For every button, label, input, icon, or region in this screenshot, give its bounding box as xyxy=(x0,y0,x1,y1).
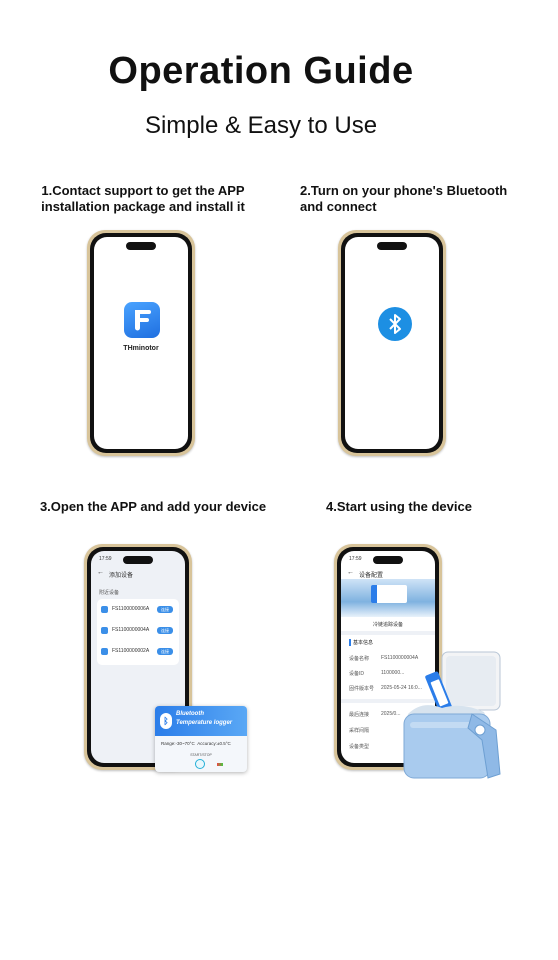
back-arrow-icon[interactable]: ← xyxy=(347,569,354,576)
status-time: 17:59 xyxy=(349,556,362,562)
logger-accuracy: Accuracy:±0.5°C xyxy=(197,741,231,746)
phone-add-device: 17:59 ← 添加设备 附近设备 FS1100000006A 连接 FS110… xyxy=(84,544,192,770)
status-time: 17:59 xyxy=(99,556,112,562)
step-1-caption: 1.Contact support to get the APP install… xyxy=(28,183,258,215)
step-2-line-1: 2.Turn on your phone's Bluetooth xyxy=(300,183,508,198)
logger-title-line-2: Temperature logger xyxy=(176,720,233,726)
nav-title: 添加设备 xyxy=(109,573,134,579)
temperature-logger-card: ᛒ Bluetooth Temperature logger Range:-30… xyxy=(155,706,247,772)
back-arrow-icon[interactable]: ← xyxy=(97,569,104,576)
signal-icon xyxy=(101,647,108,655)
connect-button[interactable]: 连接 xyxy=(157,605,173,613)
divider xyxy=(341,631,435,635)
connect-button[interactable]: 连接 xyxy=(157,626,173,634)
device-list: FS1100000006A 连接 FS1100000004A 连接 FS1100… xyxy=(97,599,179,665)
banner-image xyxy=(341,579,435,617)
phone-bluetooth xyxy=(338,230,446,456)
device-id: FS1100000002A xyxy=(112,648,150,654)
phone-app-install: THminotor xyxy=(87,230,195,456)
step-1-line-2: installation package and install it xyxy=(41,199,245,214)
logger-header: ᛒ Bluetooth Temperature logger xyxy=(155,706,247,736)
signal-icon xyxy=(101,626,108,634)
dynamic-island xyxy=(373,556,403,564)
info-row: 采样间隔 xyxy=(349,728,370,734)
dynamic-island xyxy=(123,556,153,564)
logger-specs: Range:-30~70°C Accuracy:±0.5°C xyxy=(161,741,231,746)
device-id: FS1100000004A xyxy=(112,627,150,633)
app-name: THminotor xyxy=(123,345,159,352)
device-id: FS1100000006A xyxy=(112,606,150,612)
step-3-caption: 3.Open the APP and add your device xyxy=(39,499,267,514)
app-f-icon[interactable] xyxy=(124,302,160,338)
step-2-line-2: and connect xyxy=(300,199,377,214)
list-item[interactable]: FS1100000004A 连接 xyxy=(101,623,173,637)
nav-title: 设备配置 xyxy=(359,573,384,579)
step-1-line-1: 1.Contact support to get the APP xyxy=(41,183,245,198)
bluetooth-icon: ᛒ xyxy=(160,713,172,729)
bluetooth-icon[interactable] xyxy=(378,307,412,341)
divider xyxy=(341,699,435,703)
step-4-caption: 4.Start using the device xyxy=(326,499,472,514)
info-row: 设备类型 xyxy=(349,744,370,750)
list-item[interactable]: FS1100000006A 连接 xyxy=(101,602,173,616)
banner-title: 冷链追踪设备 xyxy=(372,622,403,628)
logger-button-label: START/STOP xyxy=(190,753,212,757)
list-item[interactable]: FS1100000002A 连接 xyxy=(101,644,173,658)
connect-button[interactable]: 连接 xyxy=(157,647,173,655)
page-title: Operation Guide xyxy=(108,50,414,92)
section-label: 基本信息 xyxy=(349,639,373,646)
logger-title-line-1: Bluetooth xyxy=(176,711,204,717)
step-2-caption: 2.Turn on your phone's Bluetooth and con… xyxy=(300,183,520,215)
cooler-box-image xyxy=(402,650,502,782)
device-thumbnail xyxy=(371,585,407,603)
logger-range: Range:-30~70°C xyxy=(161,741,195,746)
dynamic-island xyxy=(377,242,407,250)
signal-icon xyxy=(101,605,108,613)
section-label: 附近设备 xyxy=(99,590,120,596)
page-subtitle: Simple & Easy to Use xyxy=(144,112,378,139)
led-indicator xyxy=(217,763,223,766)
dynamic-island xyxy=(126,242,156,250)
power-button[interactable] xyxy=(195,759,205,769)
